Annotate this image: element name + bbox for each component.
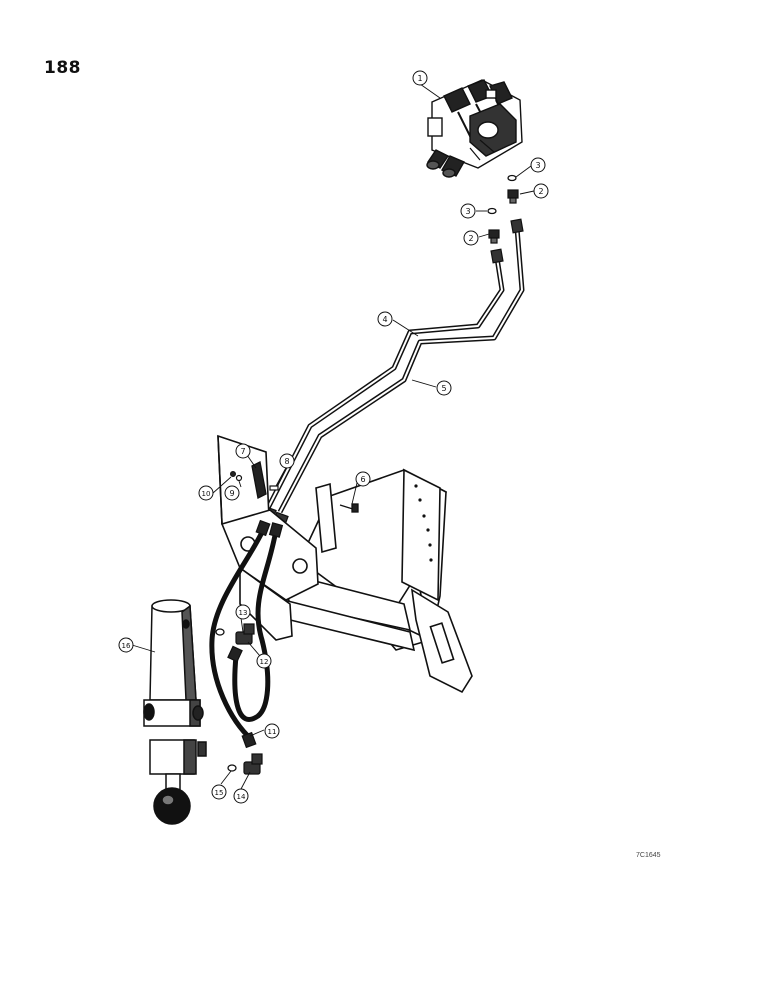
callout-12: 12 [256,653,272,669]
o-ring-lower [487,207,497,215]
adapter-fitting-lower [488,229,500,244]
lock-washer-9 [235,474,243,482]
callout-3a: 3 [530,157,546,173]
callout-label: 9 [229,489,234,498]
elbow-fitting-12 [235,623,255,645]
callout-label: 7 [240,447,245,456]
callout-2a: 2 [533,183,549,199]
elbow-fitting-14 [243,753,263,775]
o-ring-upper [507,174,517,182]
callout-label: 6 [360,475,365,484]
callout-label: 3 [535,161,540,170]
callout-label: 16 [122,642,131,650]
o-ring-13 [215,628,225,636]
flexible-hose-upper [209,525,267,743]
callout-label: 5 [441,384,446,393]
callout-7: 7 [235,443,251,459]
callout-14: 14 [233,788,249,804]
page-number: 188 [44,58,81,78]
frame-bolt-holes [414,484,433,562]
callout-8: 8 [279,453,295,469]
callout-13: 13 [235,604,251,620]
tube-clip-7 [251,461,267,499]
callout-label: 14 [237,793,246,801]
hydraulic-cylinder [143,599,207,825]
callout-4: 4 [377,311,393,327]
adapter-fitting-upper [507,189,519,204]
callout-16: 16 [118,637,134,653]
hydraulic-tube-4 [277,227,525,514]
nut-10 [230,471,236,477]
callout-label: 2 [468,234,473,243]
callout-label: 4 [382,315,387,324]
callout-6: 6 [355,471,371,487]
leader-lines [131,83,535,790]
callout-15: 15 [211,784,227,800]
callout-label: 11 [268,728,277,736]
callout-label: 13 [239,609,248,617]
flexible-hose-lower [232,527,279,722]
drawing-code: 7C1645 [636,852,661,859]
callout-11: 11 [264,723,280,739]
callout-label: 12 [260,658,269,666]
o-ring-15 [227,764,237,772]
callout-2b: 2 [463,230,479,246]
control-valve [426,79,523,178]
callout-label: 8 [284,457,289,466]
callout-5: 5 [436,380,452,396]
hose-end-fittings [227,519,284,749]
callout-label: 2 [538,187,543,196]
callout-3b: 3 [460,203,476,219]
hydraulic-tube-4-inner [279,227,523,513]
callout-10: 10 [198,485,214,501]
callout-9: 9 [224,485,240,501]
callout-1: 1 [412,70,428,86]
callout-label: 10 [202,490,211,498]
callout-label: 1 [417,74,422,83]
callout-label: 3 [465,207,470,216]
spacer-8 [269,485,279,491]
callout-label: 15 [215,789,224,797]
hydraulic-tube-5-inner [267,257,503,509]
bolt-6 [339,503,359,513]
